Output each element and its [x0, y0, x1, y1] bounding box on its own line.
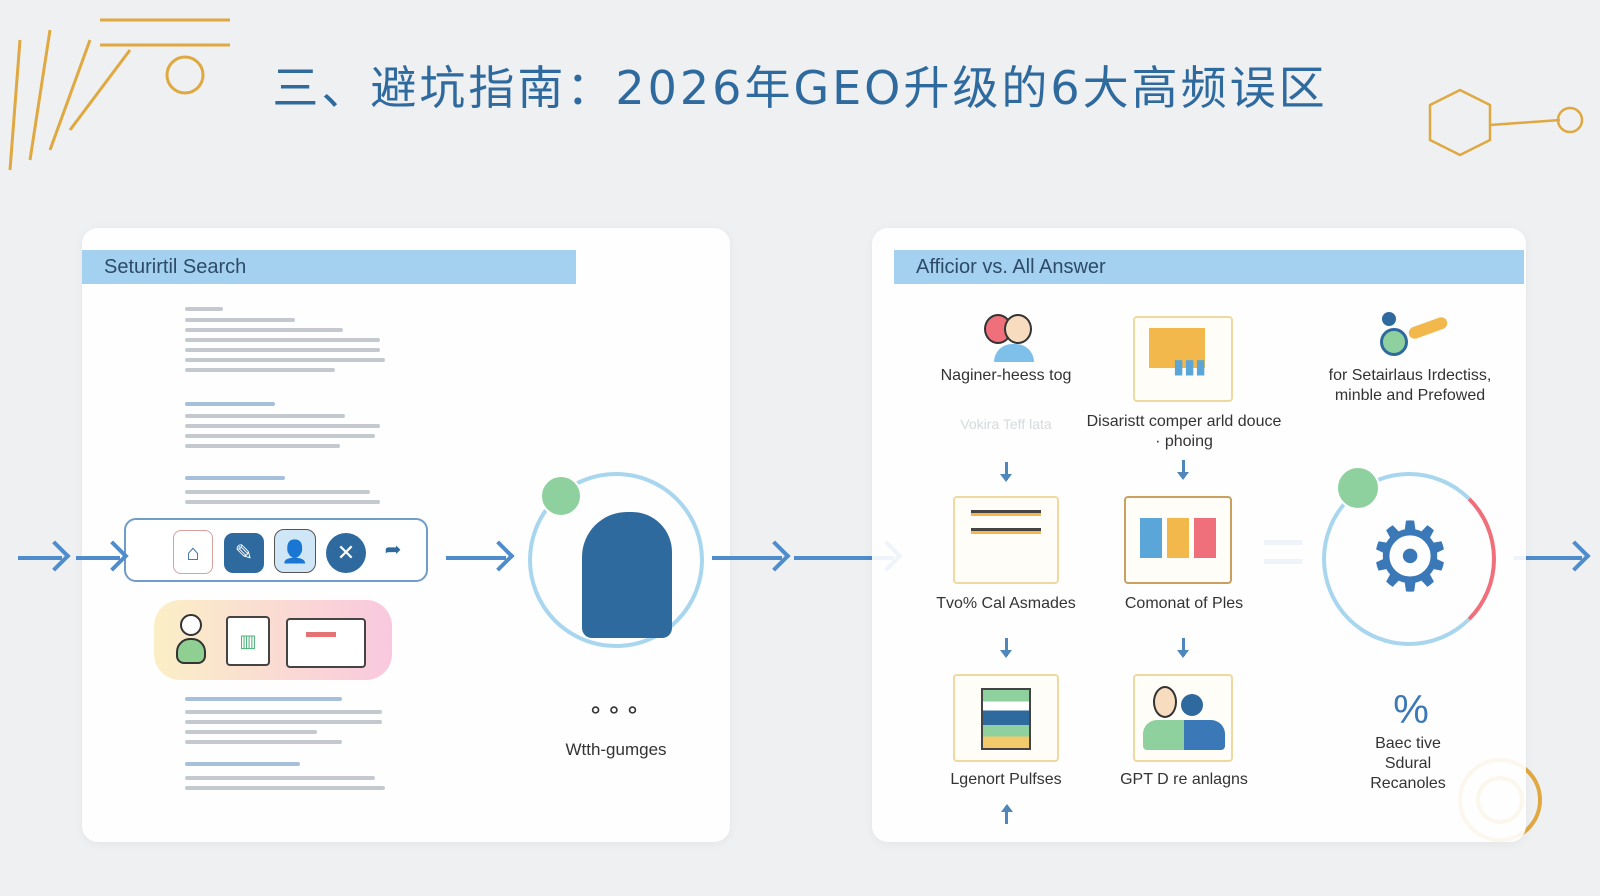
arrow-right: [1514, 556, 1582, 560]
circle-caption: Wtth-gumges: [565, 740, 667, 759]
arrow-down: [1000, 638, 1012, 658]
item-label: GPT D re anlagns: [1120, 771, 1248, 788]
avatar: [540, 475, 582, 517]
feather-icon: ✎: [224, 533, 264, 573]
right-panel-header: Afficior vs. All Answer: [894, 250, 1524, 284]
arrow-up: [1005, 806, 1008, 824]
share-icon: ➦: [384, 539, 402, 561]
people-icon: [984, 314, 1036, 362]
arrow-right: [18, 556, 62, 560]
decorative-gold-rays: [8, 18, 230, 171]
documents-icon: [286, 618, 366, 668]
chart-document-icon: ▮▮▮: [1133, 316, 1233, 402]
checklist-icon: [953, 496, 1059, 584]
network-icon: ⚬⚬⚬: [586, 698, 642, 723]
item-label: Naginer-heess tog: [940, 367, 1072, 384]
avatar: [1336, 466, 1380, 510]
arrow-down: [1177, 638, 1189, 658]
gear-ring: [1322, 472, 1496, 646]
ai-head-ring: [528, 472, 704, 648]
ai-head-icon: [582, 512, 672, 638]
arrow-right: [446, 556, 506, 560]
stack-icon: [953, 674, 1059, 762]
dashboard-icon: [1124, 496, 1232, 584]
faded-text: Vokira Teff lata: [960, 416, 1052, 432]
decorative-hex-network: [1428, 88, 1584, 157]
key-user-icon: [1380, 312, 1452, 358]
person-icon: [176, 614, 206, 666]
user-icon: 👤: [274, 529, 316, 573]
tools-icon: ✕: [326, 533, 366, 573]
item-label: Tvo% Cal Asmades: [936, 595, 1076, 612]
item-label: Lgenort Pulfses: [950, 771, 1062, 788]
arrow-right: [794, 556, 894, 560]
item-label: Baec tive Sdural Recanoles: [1370, 735, 1446, 792]
arrow-down: [1000, 462, 1012, 482]
hat-icon: ⌂: [173, 530, 213, 574]
arrow-down: [1177, 460, 1189, 480]
report-chart-icon: ▥: [226, 616, 270, 666]
item-label: Disaristt comper arld douce · phoing: [1086, 413, 1282, 450]
page-title: 三、避坑指南：2026年GEO升级的6大高频误区: [272, 61, 1328, 115]
item-label: for Setairlaus Irdectiss, minble and Pre…: [1328, 367, 1492, 404]
gear-icon: ⚙: [1366, 504, 1454, 611]
two-people-icon: [1133, 674, 1233, 762]
left-panel-header: Seturirtil Search: [82, 250, 576, 284]
item-label: Comonat of Ples: [1124, 595, 1244, 612]
arrow-right: [712, 556, 782, 560]
percent-icon: %: [1393, 688, 1429, 732]
arrow-right: [76, 556, 120, 560]
